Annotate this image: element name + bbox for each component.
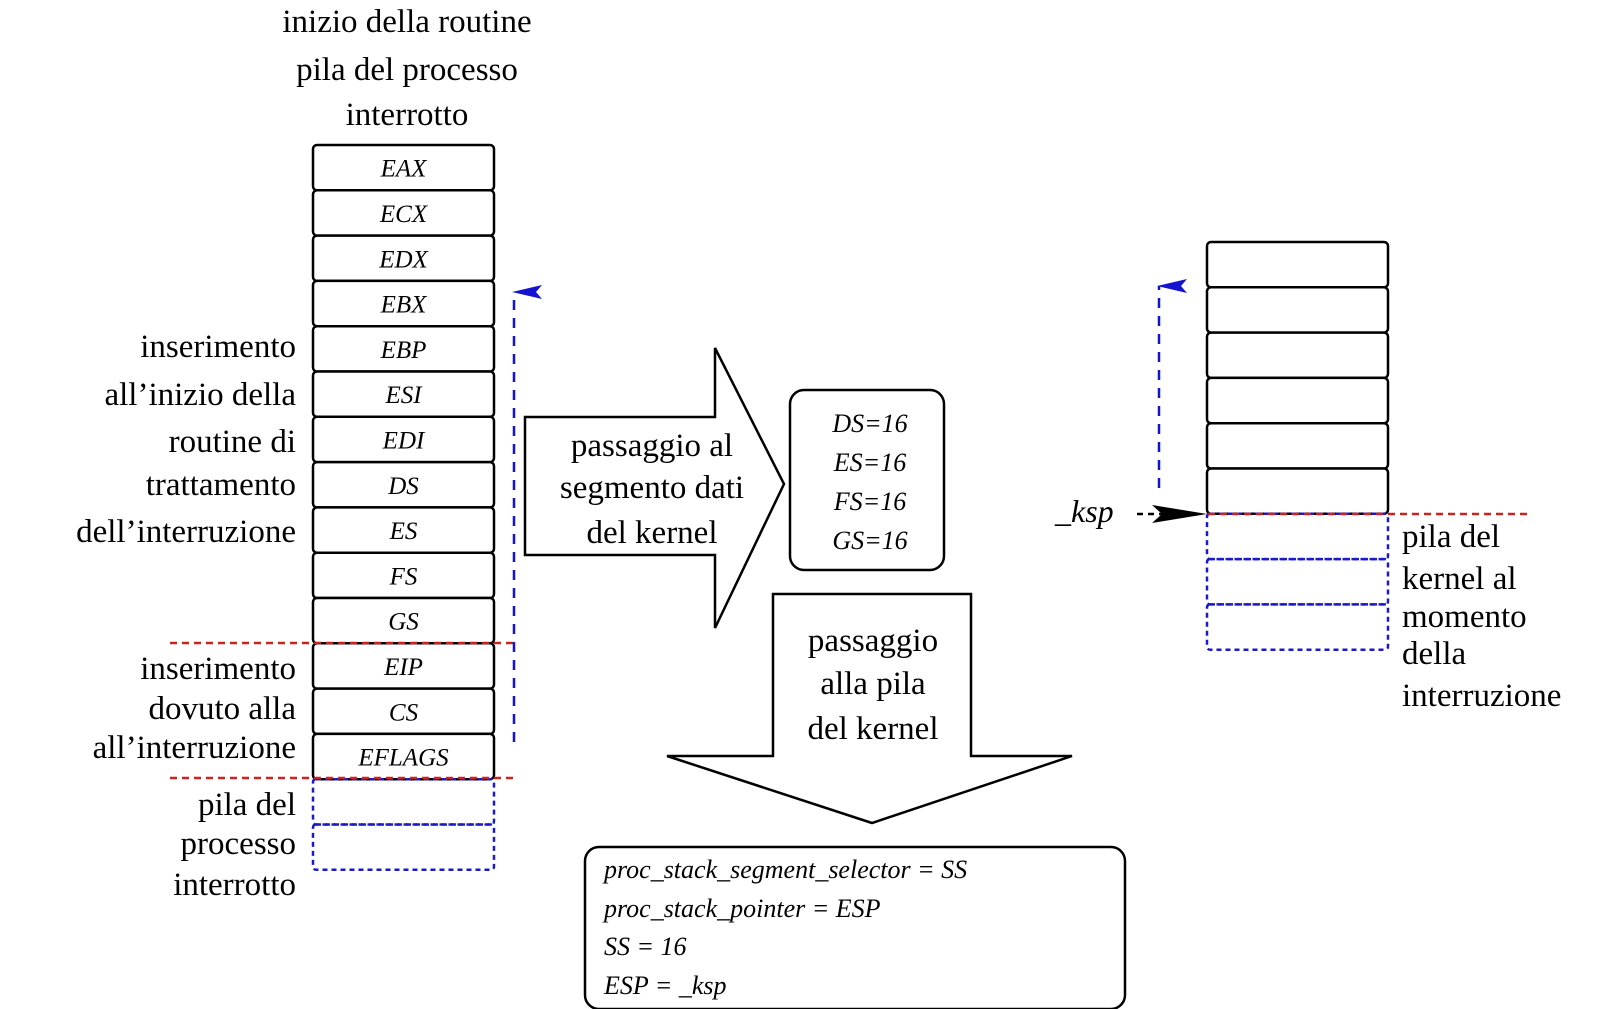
- register-label: ECX: [379, 201, 429, 228]
- kernel-stack: [1205, 240, 1390, 651]
- code-line-4: ESP = _ksp: [603, 971, 727, 1000]
- process-stack-line-3: interrotto: [173, 867, 296, 903]
- routine-insert-line-1: inserimento: [140, 329, 296, 365]
- register-label: ES: [389, 518, 418, 545]
- register-label: EIP: [383, 654, 423, 681]
- empty-kernel-stack-cell: [1205, 603, 1390, 651]
- empty-stack-cell: [311, 823, 496, 872]
- segment-registers: DS=16 ES=16 FS=16 GS=16: [831, 409, 907, 555]
- segment-line-es: ES=16: [833, 448, 906, 477]
- process-stack-line-2: processo: [181, 826, 296, 862]
- title-line-2: pila del processo: [296, 52, 518, 88]
- process-stack: EAX ECX EDX EBX EBP ESI EDI DS ES FS GS EIP CS EFLAGS: [311, 143, 496, 872]
- code-line-1: proc_stack_segment_selector = SS: [602, 855, 967, 884]
- ksp-label: _ksp: [1054, 493, 1114, 529]
- title: inizio della routine pila del processo i…: [282, 4, 531, 133]
- routine-insert-line-2: all’inizio della: [104, 377, 296, 413]
- kernel-caption-line-5: interruzione: [1402, 678, 1561, 714]
- register-label: EAX: [380, 156, 429, 183]
- kernel-stack-caption: pila del kernel al momento della interru…: [1402, 519, 1561, 714]
- interrupt-insert-line-3: all’interruzione: [93, 730, 296, 766]
- code-lines: proc_stack_segment_selector = SS proc_st…: [602, 855, 967, 1000]
- process-stack-label: pila del processo interrotto: [173, 787, 296, 903]
- routine-insert-line-3: routine di: [169, 424, 296, 460]
- empty-kernel-stack-cell: [1205, 512, 1390, 561]
- kernel-stack-cell: [1205, 240, 1390, 289]
- register-label: DS: [387, 473, 419, 500]
- code-box: [583, 845, 1127, 1009]
- kernel-caption-line-2: kernel al: [1402, 561, 1517, 597]
- segment-line-gs: GS=16: [832, 526, 907, 555]
- arrow-to-kernel-stack: [666, 592, 1073, 825]
- routine-insert-line-4: trattamento: [146, 467, 296, 503]
- segment-line-fs: FS=16: [833, 487, 906, 516]
- process-stack-line-1: pila del: [198, 787, 296, 823]
- kernel-caption-line-1: pila del: [1402, 519, 1500, 555]
- segment-line-ds: DS=16: [831, 409, 907, 438]
- arrow-down-line-1: passaggio: [808, 623, 938, 659]
- kernel-stack-cell: [1205, 421, 1390, 470]
- arrow-right-line-3: del kernel: [586, 515, 717, 551]
- kernel-caption-line-4: della: [1402, 636, 1466, 672]
- register-label: GS: [388, 609, 419, 636]
- title-line-3: interrotto: [346, 97, 469, 133]
- arrow-right-line-2: segmento dati: [560, 470, 744, 506]
- code-line-2: proc_stack_pointer = ESP: [602, 894, 881, 923]
- kernel-stack-cell: [1205, 376, 1390, 425]
- register-label: EBX: [380, 292, 429, 319]
- register-label: EBP: [380, 337, 427, 364]
- interrupt-insert-line-1: inserimento: [140, 651, 296, 687]
- register-label: EDX: [378, 246, 429, 273]
- register-label: CS: [389, 699, 419, 726]
- kernel-stack-cell: [1205, 467, 1390, 516]
- arrow-down-label: passaggio alla pila del kernel: [807, 623, 938, 747]
- empty-kernel-stack-cell: [1205, 557, 1390, 606]
- kernel-caption-line-3: momento: [1402, 599, 1527, 635]
- code-line-3: SS = 16: [604, 932, 687, 961]
- arrow-right-line-1: passaggio al: [571, 428, 733, 464]
- empty-stack-cell: [311, 777, 496, 826]
- register-label: FS: [389, 563, 418, 590]
- arrow-down-line-2: alla pila: [820, 666, 926, 702]
- arrow-to-kernel-data-segment: [523, 347, 786, 629]
- routine-insert-label: inserimento all’inizio della routine di …: [76, 329, 296, 550]
- segment-registers-box: [788, 388, 946, 572]
- register-label: ESI: [384, 382, 423, 409]
- interrupt-insert-line-2: dovuto alla: [148, 691, 296, 727]
- kernel-stack-cell: [1205, 286, 1390, 334]
- routine-insert-line-5: dell’interruzione: [76, 514, 296, 550]
- register-label: EFLAGS: [357, 745, 449, 772]
- interrupt-insert-label: inserimento dovuto alla all’interruzione: [93, 651, 297, 766]
- title-line-1: inizio della routine: [282, 4, 531, 40]
- register-label: EDI: [382, 427, 426, 454]
- arrow-right-label: passaggio al segmento dati del kernel: [560, 428, 744, 551]
- arrow-down-line-3: del kernel: [807, 711, 938, 747]
- kernel-stack-cell: [1205, 331, 1390, 380]
- ksp-pointer-arrowhead-icon: [1152, 505, 1207, 523]
